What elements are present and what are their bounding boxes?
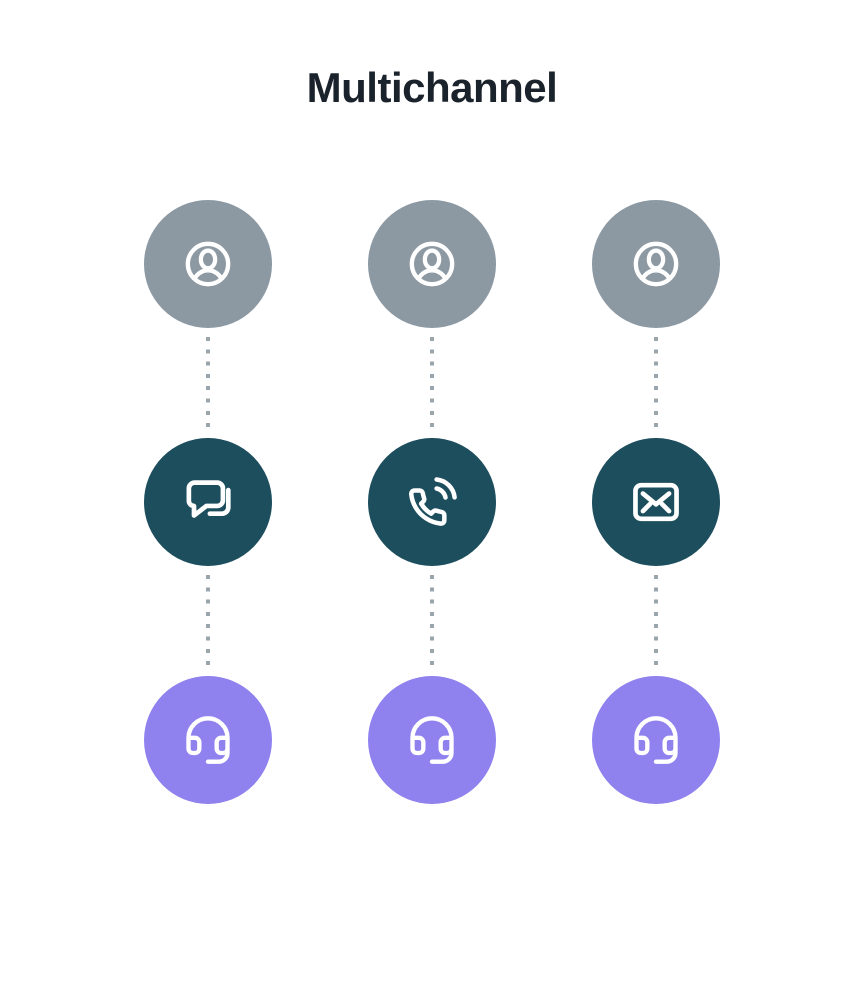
- agent-node: [144, 676, 272, 804]
- user-node: [368, 200, 496, 328]
- user-circle-icon: [409, 241, 455, 287]
- chat-bubbles-icon: [186, 480, 231, 518]
- agent-node: [592, 676, 720, 804]
- dotted-connector: [430, 575, 434, 667]
- headset-icon: [186, 716, 230, 764]
- phone-ringing-icon: [408, 477, 457, 526]
- headset-icon: [410, 716, 454, 764]
- email-channel-node: [592, 438, 720, 566]
- channel-column-chat: [144, 200, 272, 804]
- email-envelope-icon: [633, 482, 679, 522]
- channel-column-phone: [368, 200, 496, 804]
- channel-column-email: [592, 200, 720, 804]
- dotted-connector: [654, 337, 658, 429]
- dotted-connector: [206, 337, 210, 429]
- phone-channel-node: [368, 438, 496, 566]
- user-circle-icon: [633, 241, 679, 287]
- page-title: Multichannel: [306, 64, 558, 111]
- user-circle-icon: [185, 241, 231, 287]
- user-node: [144, 200, 272, 328]
- multichannel-diagram: Multichannel: [0, 64, 864, 804]
- agent-node: [368, 676, 496, 804]
- dotted-connector: [654, 575, 658, 667]
- dotted-connector: [430, 337, 434, 429]
- chat-channel-node: [144, 438, 272, 566]
- channels-grid: [0, 200, 864, 804]
- headset-icon: [634, 716, 678, 764]
- user-node: [592, 200, 720, 328]
- dotted-connector: [206, 575, 210, 667]
